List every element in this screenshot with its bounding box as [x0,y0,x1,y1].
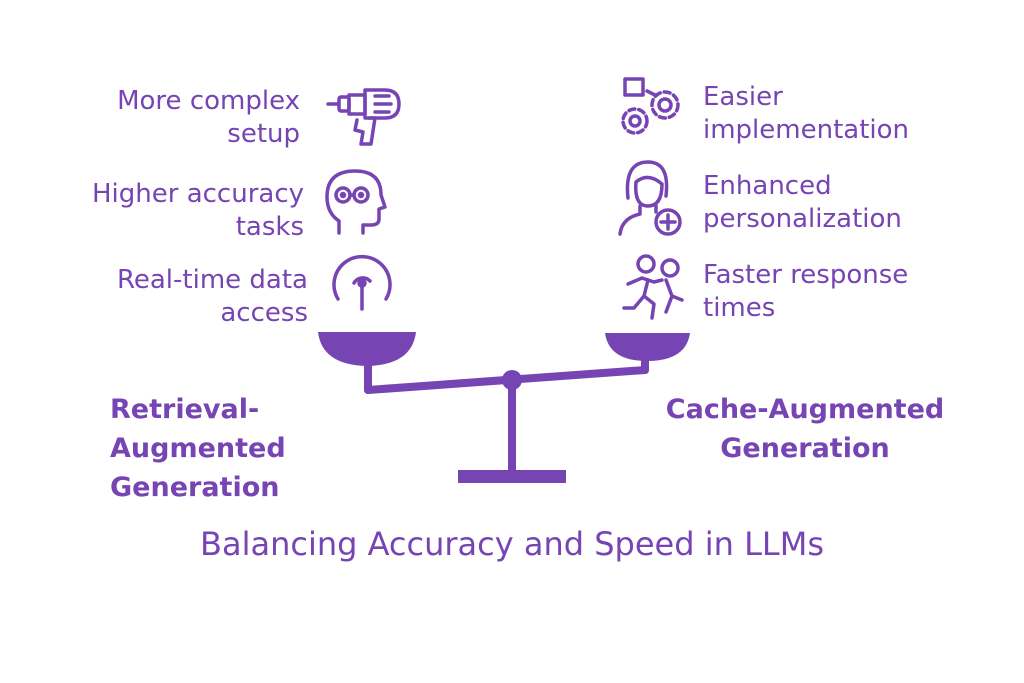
cag-feature-1-line-1: Easier [703,82,783,112]
gears-icon [621,77,680,135]
rag-feature-3-line-1: Real-time data [116,265,308,295]
diagram-caption: Balancing Accuracy and Speed in LLMs [200,525,824,563]
scale-base [458,470,566,483]
left-pan [318,332,416,366]
rag-feature-3-line-2: access [220,298,308,328]
cag-title-line-1: Cache-Augmented [665,394,945,425]
person-plus-icon [618,160,682,236]
cag-feature-2-line-2: personalization [703,204,902,234]
cag-title: Cache-Augmented Generation [660,390,950,468]
cag-feature-3-line-2: times [703,293,776,323]
rag-title: Retrieval- Augmented Generation [110,390,286,507]
drill-icon [326,88,401,146]
rag-feature-1-line-2: setup [227,119,300,149]
cag-feature-2-line-1: Enhanced [703,171,832,201]
rag-feature-1-line-1: More complex [117,86,300,116]
cag-feature-2: Enhanced personalization [703,170,902,236]
cag-feature-3: Faster response times [703,259,908,325]
rag-feature-2-line-1: Higher accuracy [91,179,304,209]
rag-feature-2-line-2: tasks [235,212,304,242]
rag-title-line-3: Generation [110,472,280,503]
dial-icon [332,254,392,311]
rag-title-line-1: Retrieval- [110,394,260,425]
running-people-icon [622,254,684,320]
head-glasses-icon [325,169,387,235]
cag-title-line-2: Generation [720,433,890,464]
rag-feature-3: Real-time data access [117,264,308,330]
rag-feature-2: Higher accuracy tasks [92,178,304,244]
cag-feature-3-line-1: Faster response [703,260,909,290]
right-pan [605,333,690,361]
scale-pivot [502,370,522,390]
cag-feature-1: Easier implementation [703,81,909,147]
rag-title-line-2: Augmented [110,433,286,464]
rag-feature-1: More complex setup [117,85,300,151]
cag-feature-1-line-2: implementation [703,115,910,145]
